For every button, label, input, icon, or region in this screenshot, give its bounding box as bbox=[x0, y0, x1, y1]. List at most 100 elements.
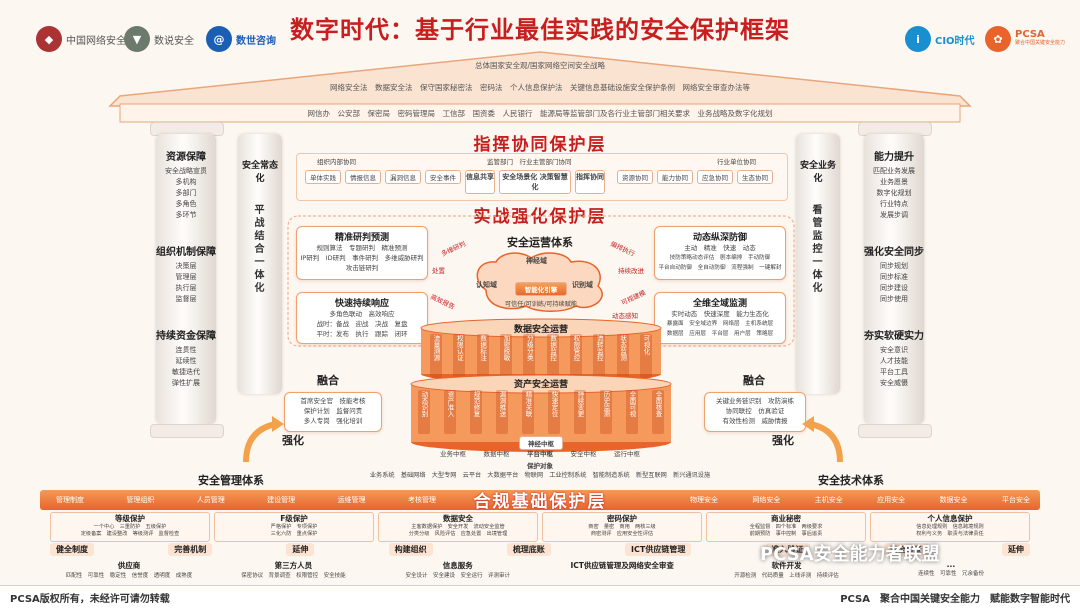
quick-response-box: 快速持续响应 多角色联动 高效响应 战时：备战 迎战 决战 复盘 平时：发布 执… bbox=[296, 292, 428, 344]
logo-cnsa-text: 中国网络安全 bbox=[66, 35, 126, 47]
footer: PCSA版权所有，未经许可请勿转载 PCSA 聚合中国关键安全能力 赋能数字智能… bbox=[0, 585, 1080, 608]
supply-detail-cell: ...连续性 可靠性 冗余备份 bbox=[872, 560, 1030, 584]
data-ops-item: 数据监控 bbox=[546, 334, 559, 378]
fusion-right-line-3: 有效性检测 威胁情报 bbox=[722, 417, 788, 425]
compliance-cell-head: F级保护 bbox=[280, 514, 308, 523]
supply-row-item: ICT供应链管理 bbox=[625, 543, 692, 556]
compliance-cell-line: 商密测评 应用安全性评估 bbox=[590, 531, 654, 537]
hub-business: 业务中枢 bbox=[440, 450, 466, 458]
data-ops-title: 数据安全运营 bbox=[513, 325, 568, 335]
compliance-cell-head: 数据安全 bbox=[443, 514, 473, 523]
logo-cio: i CIO时代 bbox=[905, 22, 975, 56]
logo-pcsa: ✿ PCSA 聚合中国关键安全能力 bbox=[985, 22, 1065, 56]
precise-line-3: 攻击链研判 bbox=[345, 264, 379, 272]
compliance-cell-line: 权利与义务 职责与法律责任 bbox=[916, 531, 984, 537]
compliance-cell-line: 分类分级 风险评估 应急处置 出境管理 bbox=[408, 531, 508, 537]
fusion-left-line-3: 多人专岗 强化培训 bbox=[303, 417, 363, 425]
roof-strategy: 总体国家安全观/国家网络空间安全战略 bbox=[474, 61, 606, 70]
supply-detail-head: ICT供应链管理及网络安全审查 bbox=[570, 561, 674, 570]
asset-ops-item: 动态识别 bbox=[418, 390, 430, 434]
right-pillar-section-item: 安全意识 bbox=[880, 346, 908, 354]
supply-detail-row: 供应商匹配性 可靠性 稳定性 信誉度 透明度 成熟度第三方人员保密协议 背景调查… bbox=[50, 560, 1030, 584]
dynamic-line-3: 平台自动防御 全自动防御 流程强制 一键解封 bbox=[658, 265, 782, 271]
footer-copyright: PCSA版权所有，未经许可请勿转载 bbox=[10, 594, 170, 605]
mgmt-system-title: 安全管理体系 bbox=[198, 474, 264, 487]
left-pillar-section-head: 资源保障 bbox=[166, 152, 206, 163]
right-pillar-section-item: 行业特点 bbox=[880, 200, 908, 208]
arrow-label-sense: 动态感知 bbox=[612, 312, 638, 320]
left-pillar-section-head: 组织机制保障 bbox=[156, 247, 216, 258]
asset-ops-item: 全面核查 bbox=[652, 390, 664, 434]
asset-ops-item: 快速定位 bbox=[548, 390, 560, 434]
right-pillar-section-head: 强化安全同步 bbox=[864, 247, 924, 258]
hub-security: 安全中枢 bbox=[570, 450, 597, 458]
right-pillar-section-item: 同步标准 bbox=[880, 273, 908, 281]
left-pillar-section-item: 决策层 bbox=[175, 262, 197, 270]
command-tag: 资源协同 bbox=[617, 170, 653, 184]
tech-items: 物理安全网络安全主机安全应用安全数据安全平台安全 bbox=[690, 495, 1030, 505]
right-capability-pillar: 能力提升匹配业务发展业务愿景数字化规划行业特点发展步调强化安全同步同步规划同步标… bbox=[864, 134, 924, 424]
right-pillar-section-item: 发展步调 bbox=[880, 211, 908, 219]
command-layer-title: 指挥协同保护层 bbox=[473, 135, 607, 155]
left-curve-arrow-icon bbox=[243, 416, 284, 463]
pcsa-logo-icon: ✿ bbox=[985, 26, 1011, 52]
logo-shushi-text: 数世咨询 bbox=[236, 35, 276, 47]
tech-item: 主机安全 bbox=[814, 496, 843, 504]
mgmt-item: 管理制度 bbox=[56, 496, 84, 504]
left-pillar-section-item: 多部门 bbox=[175, 189, 197, 197]
left-pillar-section-item: 多环节 bbox=[175, 211, 197, 219]
right-pillar-section-item: 同步使用 bbox=[880, 295, 908, 303]
supply-row-item: 梳理底账 bbox=[506, 543, 551, 556]
left-vertical-pillar: 安全常态化 平战结合一体化 bbox=[238, 134, 282, 394]
wechat-watermark: PCSA安全能力者联盟 bbox=[760, 544, 940, 565]
data-ops-item: 数据标注 bbox=[476, 334, 489, 378]
supply-row-item: 延伸 bbox=[1001, 543, 1030, 556]
right-pillar-section-item: 平台工具 bbox=[880, 368, 908, 376]
right-pillar-section-item: 业务愿景 bbox=[880, 178, 908, 186]
right-pillar-section-head: 能力提升 bbox=[874, 152, 914, 163]
left-pillar-section-item: 执行层 bbox=[175, 284, 197, 292]
data-ops-item: 分级分类 bbox=[523, 334, 536, 378]
right-pillar-base bbox=[858, 424, 932, 438]
scene-decision-tag: 安全场景化 决策智慧化 bbox=[499, 170, 571, 194]
asset-ops-item: 规范修复 bbox=[470, 390, 482, 434]
left-pillar-base bbox=[150, 424, 224, 438]
asset-ops-item: 漏洞推送 bbox=[496, 390, 508, 434]
command-tag: 漏洞信息 bbox=[385, 170, 421, 184]
asset-ops-title: 资产安全运营 bbox=[513, 380, 568, 390]
asset-ops-item: 精准关联 bbox=[522, 390, 534, 434]
compliance-cells: 等级保护一个中心 三重防护 五级保护定级备案 建设整改 等级测评 监督检查 F级保… bbox=[50, 512, 1030, 542]
mgmt-item: 管理组织 bbox=[126, 496, 155, 504]
command-tag: 应急协同 bbox=[697, 170, 733, 184]
data-ops-items: 流量溯源权限认证数据标注加密脱敏分级分类数据监控权限管控流转监控状态监测可视化 bbox=[430, 334, 652, 378]
supply-detail-line: 安全设计 安全建设 安全运行 评测审计 bbox=[405, 573, 511, 579]
precise-prediction-head: 精准研判预测 bbox=[334, 233, 389, 243]
data-ops-item: 状态监测 bbox=[616, 334, 629, 378]
left-pillar-title: 安全常态化 bbox=[241, 161, 278, 184]
command-layer-panel: 组织内部协同 监管部门 行业主管部门协同 行业单位协同 单体实践情报信息漏洞信息… bbox=[296, 153, 788, 201]
data-ops-item: 加密脱敏 bbox=[499, 334, 512, 378]
compliance-cell-line: 信息处理规则 信息跨境规则 bbox=[916, 524, 984, 530]
compliance-bar bbox=[40, 490, 1040, 510]
global-monitoring-head: 全维全域监测 bbox=[692, 299, 747, 309]
right-pillar-section-item: 同步建设 bbox=[880, 284, 908, 292]
tech-item: 平台安全 bbox=[1001, 496, 1030, 504]
supply-detail-cell: 供应商匹配性 可靠性 稳定性 信誉度 透明度 成熟度 bbox=[50, 560, 208, 584]
supply-detail-line: 匹配性 可靠性 稳定性 信誉度 透明度 成熟度 bbox=[65, 573, 193, 579]
fusion-left-title: 融合 bbox=[317, 374, 339, 387]
left-resource-pillar: 资源保障安全战略宣贯多机构多部门多角色多环节组织机制保障决策层管理层执行层监督层… bbox=[156, 134, 216, 424]
asset-ops-item: 资产准入 bbox=[444, 390, 456, 434]
tech-item: 应用安全 bbox=[877, 496, 906, 504]
fusion-right-line-2: 协同联控 仿真验证 bbox=[725, 407, 785, 415]
compliance-cell: 等级保护一个中心 三重防护 五级保护定级备案 建设整改 等级测评 监督检查 bbox=[50, 512, 210, 542]
left-pillar-section-item: 延续性 bbox=[175, 357, 197, 365]
mgmt-items: 管理制度管理组织人员管理建设管理运维管理考核管理 bbox=[56, 495, 436, 505]
brain-engine: 智能化引擎 bbox=[515, 282, 567, 296]
arrow-label-improve: 持续改进 bbox=[618, 267, 644, 275]
compliance-cell-line: 主客数据保护 安全开发 流动安全监管 bbox=[411, 524, 505, 530]
supply-detail-cell: 信息服务安全设计 安全建设 安全运行 评测审计 bbox=[379, 560, 537, 584]
supply-detail-cell: ICT供应链管理及网络安全审查 bbox=[543, 560, 701, 584]
data-ops-item: 可视化 bbox=[639, 334, 652, 378]
tech-item: 网络安全 bbox=[752, 496, 781, 504]
